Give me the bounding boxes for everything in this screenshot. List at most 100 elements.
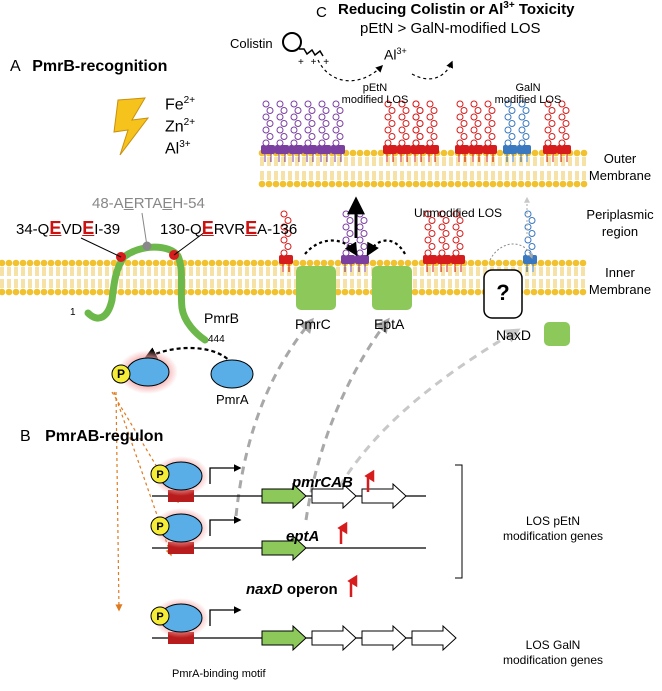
lipid [580,149,588,188]
lipid [474,259,482,296]
panel-c-title: Reducing Colistin or Al3+ Toxicity [338,0,575,18]
lipid [208,259,216,296]
lipid [89,259,97,296]
lipid [572,259,580,296]
lipid [26,259,34,296]
group-galn-label: LOS GalN modification genes [502,638,604,667]
svg-text:P: P [156,521,163,533]
lipid [565,259,573,296]
lipid [243,259,251,296]
unmodified-los-outer [411,100,425,162]
lipid [377,149,385,188]
gene-naxd-operon: naxD operon [246,581,338,598]
svg-text:P: P [156,611,163,623]
petn-modified-los [289,100,303,162]
lipid [278,259,286,296]
lipid [349,149,357,188]
motif-34-39: 34-QEVDEI-39 [16,218,121,238]
lipid [342,149,350,188]
petn-modified-los [331,100,345,162]
epta-protein [372,266,412,310]
panel-b-letter: B [20,428,31,445]
unmodified-los-outer [455,100,469,162]
pmra-unphosphorylated [210,359,254,389]
unmodified-los-outer [383,100,397,162]
unmodified-los-outer [397,100,411,162]
lipid [159,259,167,296]
panel-b-title: PmrAB-regulon [45,428,164,445]
lipid [61,259,69,296]
pmrb-protein [84,243,209,344]
lipid [103,259,111,296]
lipid [75,259,83,296]
unmodified-los-outer [543,100,557,162]
lipid [33,259,41,296]
unmodified-los-inner [423,210,437,272]
pmra-phosphorylated [111,350,178,394]
ion-fe: Fe2+ [165,95,196,114]
lipid [257,259,265,296]
lipid [411,259,419,296]
unknown-protein [483,269,523,319]
lightning-icon [113,97,150,156]
naxd-operon: P [150,598,457,652]
lipid [334,259,342,296]
lipid [229,259,237,296]
lipid [558,259,566,296]
periplasm-label: Periplasmic region [586,207,654,239]
lipid [496,149,504,188]
lipid [166,259,174,296]
panel-c-subtitle: pEtN > GalN-modified LOS [360,20,541,37]
gene-epta: eptA [286,528,320,545]
lipid [552,149,560,188]
galn-los-label: GalN modified LOS [494,82,562,106]
lipid [82,259,90,296]
panel-a-title: PmrB-recognition [32,58,168,75]
lipid [215,259,223,296]
lipid [12,259,20,296]
lipid [314,149,322,188]
pmrc-label: PmrC [295,316,331,332]
lipid [579,259,587,296]
lipid [264,259,272,296]
pmrb-start-position: 1 [70,307,76,318]
unmodified-los-inner [451,210,465,272]
unmodified-los-outer [425,100,439,162]
unmodified-los-outer [557,100,571,162]
lipid [222,259,230,296]
outer-membrane [258,149,588,188]
lipid [454,149,462,188]
lipid [96,259,104,296]
lipid [348,259,356,296]
petn-modified-los [317,100,331,162]
galn-modified-los-inner [523,210,537,272]
ion-zn: Zn2+ [165,117,196,136]
colistin-molecule [282,32,324,57]
lipid [524,149,532,188]
lipid [573,149,581,188]
lipid [152,259,160,296]
lipid [54,259,62,296]
lipid [398,149,406,188]
galn-modified-los [503,100,517,162]
unmodified-los-outer [483,100,497,162]
lipid [418,259,426,296]
petn-modified-los [303,100,317,162]
al-ion-label: Al3+ [384,46,407,63]
pmrb-end-position: 444 [208,334,225,345]
lipid [286,149,294,188]
lipid [145,259,153,296]
outer-membrane-los [261,100,571,162]
phospho-label: P [116,367,125,381]
lipid [187,259,195,296]
lipid [446,259,454,296]
epta-label: EptA [374,316,405,332]
unknown-protein-label: ? [496,280,510,305]
lipid [363,149,371,188]
lipid [356,149,364,188]
lipid [467,259,475,296]
lipid [68,259,76,296]
lipid [551,259,559,296]
lipid [328,149,336,188]
